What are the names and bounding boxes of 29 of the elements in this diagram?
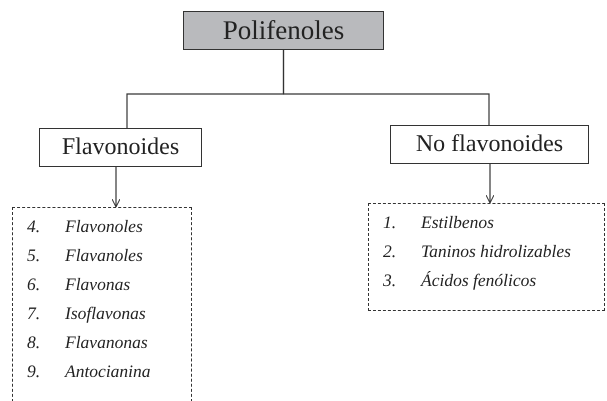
list-number: 1. (383, 212, 398, 233)
list-item-text: Antocianina (65, 361, 151, 382)
list-item-text: Taninos hidrolizables (421, 241, 571, 262)
list-item-text: Flavanoles (65, 245, 144, 266)
list-item-text: Flavanonas (65, 332, 149, 353)
list-number: 9. (27, 361, 42, 382)
category-box (390, 125, 589, 164)
node-label: Flavonoides (62, 134, 180, 161)
arrow (112, 167, 120, 208)
list-item-text: Flavonoles (65, 216, 144, 237)
list-item-text: Isoflavonas (65, 303, 147, 324)
list-number: 2. (383, 241, 398, 262)
list-number: 5. (27, 245, 42, 266)
list-number: 7. (27, 303, 42, 324)
dashed-list-box (368, 203, 605, 311)
list-item-text: Estilbenos (421, 212, 495, 233)
list-number: 4. (27, 216, 42, 237)
arrow (486, 164, 494, 204)
list-number: 6. (27, 274, 42, 295)
dashed-list-box (12, 207, 192, 401)
category-box (39, 128, 202, 167)
connector-line (282, 50, 490, 125)
list-number: 8. (27, 332, 42, 353)
node-label: No flavonoides (416, 131, 564, 158)
list-item-text: Flavonas (65, 274, 132, 295)
list-number: 3. (383, 270, 398, 291)
node-label: Polifenoles (222, 15, 344, 46)
root-box (183, 11, 384, 50)
list-item-text: Ácidos fenólicos (421, 270, 538, 291)
